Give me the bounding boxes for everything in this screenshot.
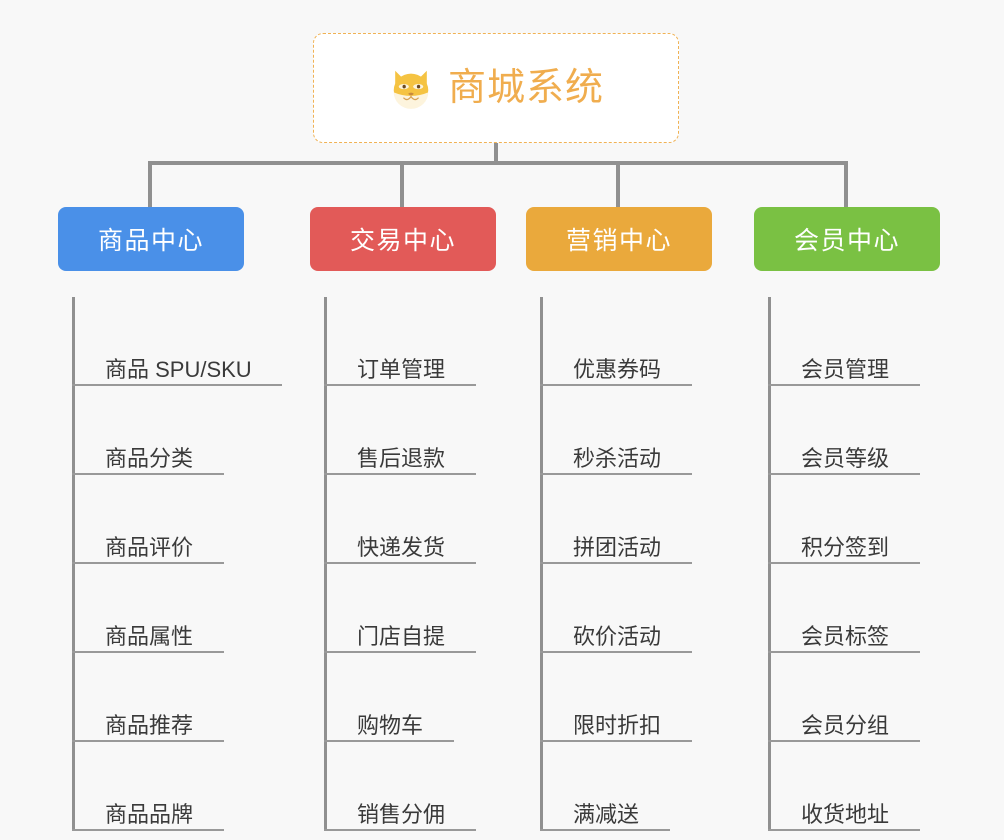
root-title: 商城系统 — [447, 67, 604, 109]
shiba-dog-face-icon — [393, 70, 429, 109]
leaf-underline — [540, 473, 692, 475]
leaf-label: 购物车 — [357, 712, 424, 738]
leaf-label: 会员分组 — [801, 712, 890, 738]
leaf-underline — [768, 473, 920, 475]
leaf-underline — [540, 384, 692, 386]
leaf-underline — [324, 651, 476, 653]
leaf-underline — [72, 651, 224, 653]
leaf-label: 销售分佣 — [357, 801, 446, 827]
list-item[interactable]: 商品推荐 — [72, 653, 252, 742]
branch-product-center: 商品中心 商品 SPU/SKU 商品分类 商品评价 商品属性 商品推荐 — [58, 207, 282, 831]
leaf-underline — [72, 829, 224, 831]
category-label: 商品中心 — [97, 227, 204, 255]
list-item[interactable]: 商品属性 — [72, 564, 252, 653]
leaf-label: 拼团活动 — [573, 534, 662, 560]
leaf-underline — [324, 740, 454, 742]
branch-member-center: 会员中心 会员管理 会员等级 积分签到 会员标签 会员分组 — [754, 207, 940, 831]
leaf-label: 优惠券码 — [573, 356, 662, 382]
leaf-label: 订单管理 — [357, 356, 446, 382]
connector-drop-member-center — [844, 161, 848, 207]
leaf-label: 商品品牌 — [105, 801, 194, 827]
category-header-marketing-center[interactable]: 营销中心 — [526, 207, 712, 271]
list-item[interactable]: 积分签到 — [768, 475, 940, 564]
connector-horizontal-bus — [148, 161, 848, 165]
list-item[interactable]: 限时折扣 — [540, 653, 712, 742]
leaf-underline — [324, 473, 476, 475]
leaf-label: 限时折扣 — [573, 712, 662, 738]
leaf-label: 商品评价 — [105, 534, 194, 560]
leaf-label: 商品属性 — [105, 623, 194, 649]
leaf-underline — [72, 384, 282, 386]
category-label: 交易中心 — [349, 227, 456, 255]
list-item[interactable]: 商品评价 — [72, 475, 252, 564]
leaf-label: 积分签到 — [801, 534, 890, 560]
leaf-label: 商品 SPU/SKU — [105, 356, 252, 382]
leaf-list-member-center: 会员管理 会员等级 积分签到 会员标签 会员分组 收货地址 — [768, 297, 940, 831]
leaf-underline — [72, 473, 224, 475]
leaf-label: 商品分类 — [105, 445, 194, 471]
leaf-underline — [540, 829, 670, 831]
list-item[interactable]: 门店自提 — [324, 564, 496, 653]
leaf-underline — [768, 829, 920, 831]
list-item[interactable]: 会员标签 — [768, 564, 940, 653]
list-item[interactable]: 会员管理 — [768, 297, 940, 386]
leaf-underline — [72, 562, 224, 564]
root-node[interactable]: 商城系统 — [313, 33, 679, 143]
category-header-product-center[interactable]: 商品中心 — [58, 207, 244, 271]
category-label: 营销中心 — [565, 227, 672, 255]
leaf-list-marketing-center: 优惠券码 秒杀活动 拼团活动 砍价活动 限时折扣 满减送 — [540, 297, 712, 831]
leaf-underline — [540, 562, 692, 564]
leaf-list-trade-center: 订单管理 售后退款 快递发货 门店自提 购物车 销售分佣 — [324, 297, 496, 831]
list-item[interactable]: 优惠券码 — [540, 297, 712, 386]
connector-drop-trade-center — [400, 161, 404, 207]
list-item[interactable]: 会员分组 — [768, 653, 940, 742]
leaf-label: 满减送 — [573, 801, 640, 827]
leaf-label: 会员标签 — [801, 623, 890, 649]
list-item[interactable]: 售后退款 — [324, 386, 496, 475]
leaf-underline — [324, 829, 476, 831]
list-item[interactable]: 购物车 — [324, 653, 496, 742]
list-item[interactable]: 商品品牌 — [72, 742, 252, 831]
leaf-label: 会员管理 — [801, 356, 890, 382]
list-item[interactable]: 销售分佣 — [324, 742, 496, 831]
leaf-label: 秒杀活动 — [573, 445, 662, 471]
leaf-label: 快递发货 — [357, 534, 446, 560]
list-item[interactable]: 秒杀活动 — [540, 386, 712, 475]
list-item[interactable]: 订单管理 — [324, 297, 496, 386]
leaf-underline — [768, 562, 920, 564]
leaf-underline — [72, 740, 224, 742]
leaf-underline — [540, 651, 692, 653]
leaf-list-product-center: 商品 SPU/SKU 商品分类 商品评价 商品属性 商品推荐 商品品牌 — [72, 297, 282, 831]
connector-drop-marketing-center — [616, 161, 620, 207]
leaf-label: 商品推荐 — [105, 712, 194, 738]
list-item[interactable]: 快递发货 — [324, 475, 496, 564]
list-item[interactable]: 拼团活动 — [540, 475, 712, 564]
leaf-label: 售后退款 — [357, 445, 446, 471]
category-label: 会员中心 — [793, 227, 900, 255]
leaf-underline — [324, 384, 476, 386]
leaf-underline — [768, 384, 920, 386]
leaf-label: 砍价活动 — [573, 623, 662, 649]
leaf-label: 会员等级 — [801, 445, 890, 471]
leaf-underline — [324, 562, 476, 564]
list-item[interactable]: 会员等级 — [768, 386, 940, 475]
leaf-label: 门店自提 — [357, 623, 446, 649]
leaf-underline — [768, 740, 920, 742]
connector-drop-product-center — [148, 161, 152, 207]
branch-marketing-center: 营销中心 优惠券码 秒杀活动 拼团活动 砍价活动 限时折扣 — [526, 207, 712, 831]
connector-root-stem — [494, 143, 498, 164]
list-item[interactable]: 砍价活动 — [540, 564, 712, 653]
list-item[interactable]: 商品 SPU/SKU — [72, 297, 282, 386]
leaf-underline — [768, 651, 920, 653]
list-item[interactable]: 商品分类 — [72, 386, 252, 475]
branch-trade-center: 交易中心 订单管理 售后退款 快递发货 门店自提 购物车 — [310, 207, 496, 831]
list-item[interactable]: 收货地址 — [768, 742, 940, 831]
leaf-underline — [540, 740, 692, 742]
list-item[interactable]: 满减送 — [540, 742, 712, 831]
category-header-trade-center[interactable]: 交易中心 — [310, 207, 496, 271]
leaf-label: 收货地址 — [801, 801, 890, 827]
category-header-member-center[interactable]: 会员中心 — [754, 207, 940, 271]
